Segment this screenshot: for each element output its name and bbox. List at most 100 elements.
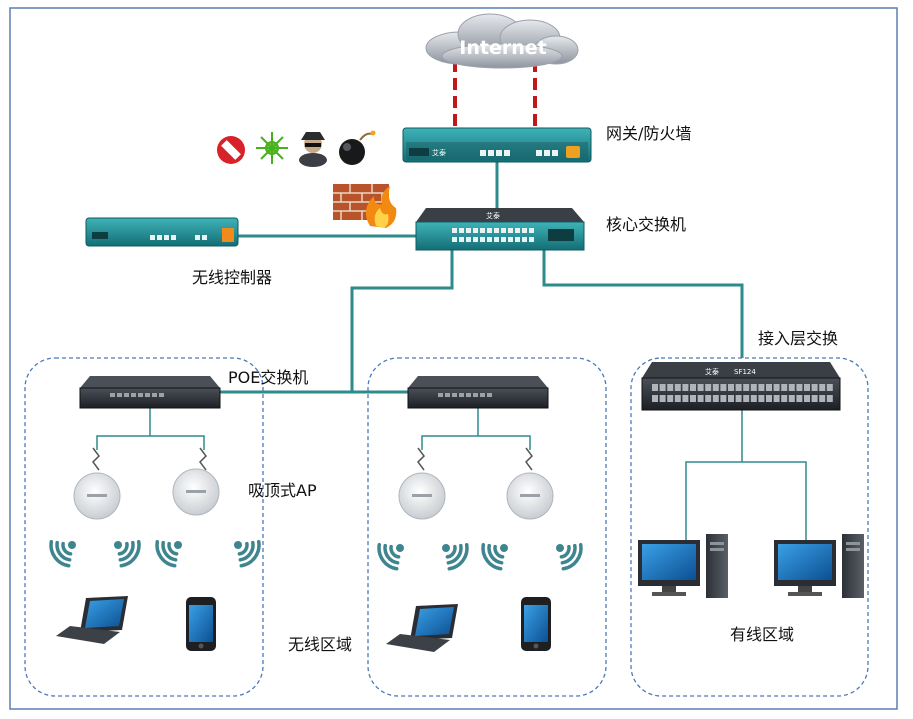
switch-port [758,395,765,402]
switch-port [766,395,772,402]
switch-port [728,395,734,402]
switch-port [796,384,803,391]
switch-port [804,395,810,402]
switch-port [826,384,833,391]
smartphone-icon-right [521,597,551,651]
hacker-icon [299,132,327,167]
switch-port [652,395,658,402]
ceiling-ap-4 [506,447,554,520]
switch-port [796,395,803,402]
wireless-controller-label: 无线控制器 [192,268,272,287]
switch-port [652,384,658,391]
switch-port [674,395,681,402]
access-switch-label: 接入层交换 [758,329,838,348]
switch-port [659,395,666,402]
ceiling-ap-1 [73,447,121,520]
switch-port [712,395,719,402]
switch-port [750,395,757,402]
wifi-signal-icon [49,539,76,568]
switch-port [811,395,818,402]
core-switch-device: 艾泰 [415,208,585,251]
switch-port [804,384,810,391]
switch-port [667,395,674,402]
access-switch-ports [652,384,833,402]
poe-switch-right [407,376,549,409]
switch-port [788,384,795,391]
diagram-frame [9,7,898,710]
wifi-signals [49,539,583,571]
access-switch-model: SF124 [734,368,756,376]
switch-port [728,384,734,391]
switch-port [811,384,818,391]
no-entry-icon [217,136,245,164]
threat-icons [217,130,376,167]
ap-links [96,408,807,540]
switch-port [826,395,833,402]
wifi-signal-icon [556,542,583,571]
switch-port [750,384,757,391]
desktop-computer-left [638,534,728,598]
wifi-signal-icon [114,539,141,568]
switch-port [788,395,795,402]
wireless-controller-device [85,217,239,247]
gateway-firewall-device: 艾泰 [402,127,592,163]
switch-port [667,384,674,391]
switch-port [690,395,696,402]
wired-zone-label: 有线区域 [730,625,794,644]
switch-port [705,395,712,402]
gateway-firewall-label: 网关/防火墙 [606,124,691,143]
laptop-icon-right [386,604,458,652]
access-switch-device: 艾泰 SF124 [641,362,841,411]
switch-port [720,384,727,391]
switch-port [690,384,696,391]
switch-port [743,384,750,391]
internet-links [453,60,537,128]
smartphone-icon-left [186,597,216,651]
switch-port [819,384,826,391]
poe-switch-label: POE交换机 [228,368,308,387]
desktop-computer-right [774,534,864,598]
wireless-zone-label: 无线区域 [288,635,352,654]
ceiling-ap-label: 吸顶式AP [248,481,317,500]
switch-port [773,384,780,391]
wifi-signal-icon [234,539,261,568]
switch-port [705,384,712,391]
internet-cloud: Internet [425,13,579,69]
ceiling-ap-2 [172,447,220,516]
switch-port [697,395,704,402]
wifi-signal-icon [155,539,182,568]
switch-port [735,384,742,391]
poe-switch-left [79,376,221,409]
gateway-brand: 艾泰 [432,148,446,157]
switch-port [743,395,750,402]
wireless-zone-left [24,357,264,697]
core-switch-brand: 艾泰 [486,211,500,220]
switch-port [773,395,780,402]
switch-port [758,384,765,391]
ceiling-ap-3 [398,447,446,520]
switch-port [781,384,788,391]
switch-port [712,384,719,391]
switch-port [682,384,689,391]
laptop-icon-left [56,596,128,644]
switch-port [682,395,689,402]
core-switch-label: 核心交换机 [606,215,686,234]
network-links [220,162,744,394]
internet-label: Internet [459,37,546,59]
access-switch-brand: 艾泰 [705,367,719,376]
wireless-zone-right [367,357,607,697]
wired-zone [630,357,869,697]
switch-port [659,384,666,391]
switch-port [766,384,772,391]
wifi-signal-icon [481,542,508,571]
bomb-icon [339,130,376,165]
switch-port [674,384,681,391]
switch-port [720,395,727,402]
wifi-signal-icon [442,542,469,571]
switch-port [697,384,704,391]
virus-icon [256,132,288,164]
wifi-signal-icon [377,542,404,571]
switch-port [819,395,826,402]
firewall-icon [333,184,397,228]
